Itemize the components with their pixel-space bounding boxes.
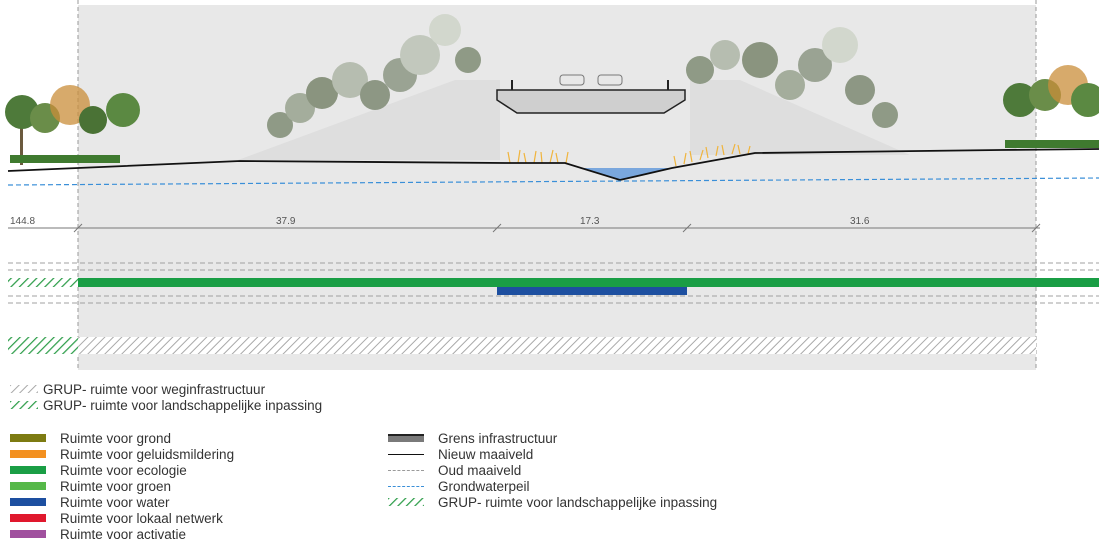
legend-item-water: Ruimte voor water: [10, 494, 170, 510]
legend-label: Ruimte voor activatie: [60, 526, 187, 542]
legend-label: Ruimte voor geluidsmildering: [60, 446, 235, 462]
legend-item-ground: Ruimte voor grond: [10, 430, 171, 446]
legend-label: Ruimte voor ecologie: [60, 462, 187, 478]
dimension-label-2: 37.9: [276, 216, 296, 227]
reference-lines: [8, 262, 1099, 304]
legend-item-grup-landscape: GRUP- ruimte voor landschappelijke inpas…: [10, 397, 322, 413]
trees-left: [5, 85, 140, 165]
embankment-vegetation-left: [238, 14, 500, 160]
legend-label: Grondwaterpeil: [438, 478, 530, 494]
road-deck: [496, 74, 686, 114]
water-band: [497, 287, 687, 295]
legend-label: Ruimte voor grond: [60, 430, 172, 446]
legend-item-grup-infrastructure: GRUP- ruimte voor weginfrastructuur: [10, 381, 265, 397]
legend-item-ecology: Ruimte voor ecologie: [10, 462, 187, 478]
legend-label: Ruimte voor lokaal netwerk: [60, 510, 223, 526]
swatch: [10, 498, 46, 506]
trees-right: [1003, 65, 1099, 148]
reed-vegetation: [507, 143, 751, 167]
line-swatch: [388, 453, 424, 455]
green-hatch-swatch: [10, 401, 38, 409]
dimension-ticks: [73, 223, 1041, 233]
legend-label: GRUP- ruimte voor weginfrastructuur: [43, 381, 266, 397]
swatch: [10, 434, 46, 442]
legend-item-infrastructure-boundary: Grens infrastructuur: [388, 430, 557, 446]
embankment-vegetation-right: [686, 27, 910, 155]
legend-item-local-network: Ruimte voor lokaal netwerk: [10, 510, 223, 526]
groundwater-level: [7, 177, 1099, 186]
grup-infrastructure-band: [78, 337, 1036, 354]
new-ground-level: [7, 148, 1099, 181]
dimension-label-1: 144.8: [10, 216, 35, 227]
legend-label: Ruimte voor water: [60, 494, 170, 510]
swatch: [10, 466, 46, 474]
legend-item-grup-landscape-2: GRUP- ruimte voor landschappelijke inpas…: [388, 494, 717, 510]
legend-item-old-ground: Oud maaiveld: [388, 462, 521, 478]
swatch: [10, 482, 46, 490]
legend-item-groundwater: Grondwaterpeil: [388, 478, 530, 494]
legend-label: GRUP- ruimte voor landschappelijke inpas…: [43, 397, 323, 413]
legend-item-activation: Ruimte voor activatie: [10, 526, 186, 542]
swatch: [10, 450, 46, 458]
cross-section-diagram: 144.8 37.9 17.3 31.6: [5, 0, 1099, 370]
legend-item-green: Ruimte voor groen: [10, 478, 171, 494]
swatch: [10, 514, 46, 522]
grup-landscape-hatch-band: [8, 278, 78, 287]
legend-label: Nieuw maaiveld: [438, 446, 534, 462]
legend-item-new-ground: Nieuw maaiveld: [388, 446, 533, 462]
gray-hatch-swatch: [10, 385, 38, 393]
legend-label: Ruimte voor groen: [60, 478, 172, 494]
swatch: [388, 434, 424, 442]
ecology-band: [78, 278, 1099, 287]
legend-label: Grens infrastructuur: [438, 430, 558, 446]
grup-landscape-band-bottom: [8, 337, 78, 354]
legend-label: GRUP- ruimte voor landschappelijke inpas…: [438, 494, 718, 510]
legend-item-noise: Ruimte voor geluidsmildering: [10, 446, 234, 462]
swatch: [10, 530, 46, 538]
legend-label: Oud maaiveld: [438, 462, 522, 478]
green-hatch-swatch: [388, 498, 424, 506]
dimension-label-4: 31.6: [850, 216, 870, 227]
line-swatch: [388, 485, 424, 487]
line-swatch: [388, 469, 424, 471]
ditch-water: [580, 168, 672, 180]
infrastructure-corridor: [78, 5, 1036, 370]
dimension-label-3: 17.3: [580, 216, 600, 227]
